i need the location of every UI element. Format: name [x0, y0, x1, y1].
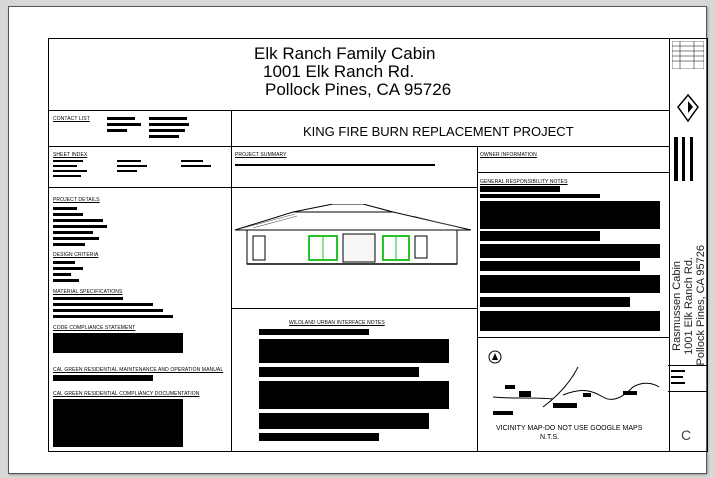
redacted-text — [53, 399, 183, 447]
header-line-3: Pollock Pines, CA 95726 — [265, 80, 452, 99]
title-block-border — [669, 39, 670, 452]
redacted-text — [53, 333, 183, 353]
divider — [49, 110, 669, 111]
vicinity-scale: N.T.S. — [540, 434, 560, 441]
divider — [231, 110, 232, 452]
material-specifications-label: MATERIAL SPECIFICATIONS — [53, 289, 123, 295]
redacted-text — [671, 370, 685, 372]
redacted-text — [53, 170, 87, 172]
divider — [49, 187, 477, 188]
redacted-text — [480, 186, 560, 192]
title-block: Rasmussen Cabin 1001 Elk Ranch Rd. Pollo… — [668, 38, 708, 452]
redacted-text — [181, 160, 203, 162]
redacted-text — [53, 267, 83, 270]
divider — [49, 146, 669, 147]
divider — [477, 337, 669, 338]
redacted-text — [53, 225, 107, 228]
redacted-text — [671, 382, 685, 384]
project-title: KING FIRE BURN REPLACEMENT PROJECT — [303, 124, 574, 139]
redacted-text — [480, 311, 660, 331]
design-criteria-label: DESIGN CRITERIA — [53, 252, 99, 258]
redacted-text — [53, 243, 85, 246]
redacted-text — [53, 175, 81, 177]
redacted-text — [53, 213, 83, 216]
title-block-line-1: Rasmussen Cabin — [671, 261, 683, 351]
code-compliance-label: CODE COMPLIANCE STATEMENT — [53, 325, 136, 331]
divider — [477, 172, 669, 173]
redacted-text — [107, 117, 135, 120]
wildland-notes-label: WILDLAND URBAN INTERFACE NOTES — [289, 320, 385, 326]
divider — [477, 146, 478, 452]
redacted-text — [53, 315, 173, 318]
redacted-text — [259, 413, 429, 429]
title-block-line-2: 1001 Elk Ranch Rd. — [683, 257, 695, 355]
vicinity-map — [488, 350, 660, 415]
owner-information-label: OWNER INFORMATION — [480, 152, 537, 158]
redacted-text — [149, 123, 189, 126]
redacted-text — [480, 201, 660, 229]
redacted-text — [53, 237, 99, 240]
redacted-text — [149, 129, 185, 132]
redacted-text — [480, 261, 640, 271]
divider — [668, 391, 708, 392]
drawing-sheet: Elk Ranch Family Cabin 1001 Elk Ranch Rd… — [8, 6, 708, 474]
firm-logo — [677, 93, 699, 123]
redacted-text — [117, 165, 147, 167]
redacted-text — [480, 275, 660, 293]
redacted-text — [259, 339, 449, 363]
project-summary-label: PROJECT SUMMARY — [235, 152, 287, 158]
redacted-text — [690, 137, 693, 181]
redacted-text — [53, 297, 123, 300]
redacted-text — [117, 160, 141, 162]
sheet-number: C — [681, 427, 692, 443]
redacted-text — [181, 165, 211, 167]
revision-grid — [672, 41, 704, 69]
redacted-text — [235, 164, 435, 166]
redacted-text — [53, 273, 71, 276]
redacted-text — [53, 219, 103, 222]
sheet-index-label: SHEET INDEX — [53, 152, 88, 158]
cal-green-maintenance-label: CAL GREEN RESIDENTIAL MAINTENANCE AND OP… — [53, 367, 224, 373]
redacted-text — [53, 165, 77, 167]
redacted-text — [107, 129, 127, 132]
redacted-text — [259, 381, 449, 409]
general-notes-label: GENERAL RESPONSIBILITY NOTES — [480, 179, 568, 185]
divider — [668, 365, 708, 366]
redacted-text — [53, 261, 75, 264]
redacted-text — [480, 297, 630, 307]
vicinity-caption: VICINITY MAP-DO NOT USE GOOGLE MAPS — [496, 425, 643, 432]
redacted-text — [53, 279, 79, 282]
redacted-text — [107, 123, 141, 126]
redacted-text — [480, 244, 660, 258]
title-block-line-3: Pollock Pines, CA 95726 — [695, 245, 707, 366]
redacted-text — [53, 160, 83, 162]
contact-list-label: CONTACT LIST — [53, 116, 90, 122]
header-line-2: 1001 Elk Ranch Rd. — [263, 62, 415, 81]
divider — [231, 308, 477, 309]
redacted-text — [149, 135, 179, 138]
redacted-text — [259, 329, 369, 335]
redacted-text — [53, 309, 163, 312]
redacted-text — [53, 303, 153, 306]
redacted-text — [480, 194, 600, 198]
redacted-text — [53, 375, 153, 381]
redacted-text — [149, 117, 187, 120]
redacted-text — [671, 376, 683, 378]
redacted-text — [53, 207, 77, 210]
redacted-text — [53, 231, 93, 234]
redacted-text — [117, 170, 137, 172]
house-elevation-drawing — [234, 204, 472, 265]
redacted-text — [480, 231, 600, 241]
header-line-1: Elk Ranch Family Cabin — [254, 44, 436, 63]
cal-green-compliancy-label: CAL GREEN RESIDENTIAL COMPLIANCY DOCUMEN… — [53, 391, 200, 397]
redacted-text — [674, 137, 678, 181]
redacted-text — [259, 433, 379, 441]
redacted-text — [682, 137, 685, 181]
drawing-frame: Elk Ranch Family Cabin 1001 Elk Ranch Rd… — [48, 38, 708, 452]
project-details-label: PROJECT DETAILS — [53, 197, 100, 203]
redacted-text — [259, 367, 419, 377]
